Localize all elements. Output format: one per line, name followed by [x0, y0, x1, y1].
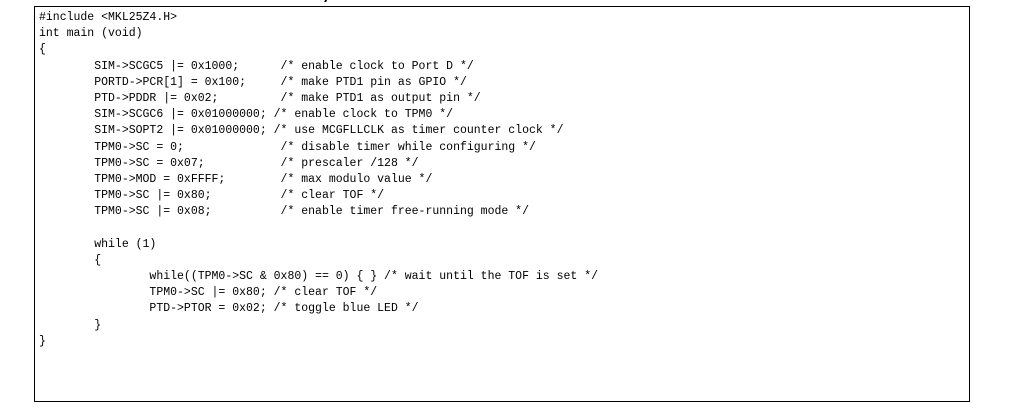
code-line: } — [39, 318, 102, 332]
code-line: while (1) — [39, 237, 157, 251]
code-listing: #include <MKL25Z4.H> int main (void) { SIM… — [35, 7, 969, 350]
code-line: TPM0->SC |= 0x08; /* enable timer free-r… — [39, 205, 529, 219]
code-line: PORTD->PCR[1] = 0x100; /* make PTD1 pin … — [39, 75, 467, 89]
code-line: SIM->SCGC5 |= 0x1000; /* enable clock to… — [39, 59, 474, 73]
scan-artifact-mark — [324, 0, 336, 2]
code-line: SIM->SOPT2 |= 0x01000000; /* use MCGFLLC… — [39, 124, 564, 138]
code-line: PTD->PTOR = 0x02; /* toggle blue LED */ — [39, 302, 419, 316]
code-listing-frame: #include <MKL25Z4.H> int main (void) { SIM… — [34, 6, 970, 402]
code-line: #include <MKL25Z4.H> — [39, 11, 178, 24]
code-line: SIM->SCGC6 |= 0x01000000; /* enable cloc… — [39, 108, 454, 122]
code-line: TPM0->SC = 0x07; /* prescaler /128 */ — [39, 156, 419, 170]
code-line: while((TPM0->SC & 0x80) == 0) { } /* wai… — [39, 270, 598, 283]
code-line: { — [39, 43, 46, 57]
code-line: } — [39, 334, 46, 348]
code-line: { — [39, 253, 102, 267]
code-line: TPM0->SC |= 0x80; /* clear TOF */ — [39, 286, 378, 300]
code-line: TPM0->MOD = 0xFFFF; /* max modulo value … — [39, 172, 433, 186]
code-line — [39, 220, 969, 236]
code-line: PTD->PDDR |= 0x02; /* make PTD1 as outpu… — [39, 91, 481, 105]
code-line: int main (void) — [39, 27, 143, 41]
code-line: TPM0->SC |= 0x80; /* clear TOF */ — [39, 189, 385, 203]
code-line: TPM0->SC = 0; /* disable timer while con… — [39, 140, 536, 154]
